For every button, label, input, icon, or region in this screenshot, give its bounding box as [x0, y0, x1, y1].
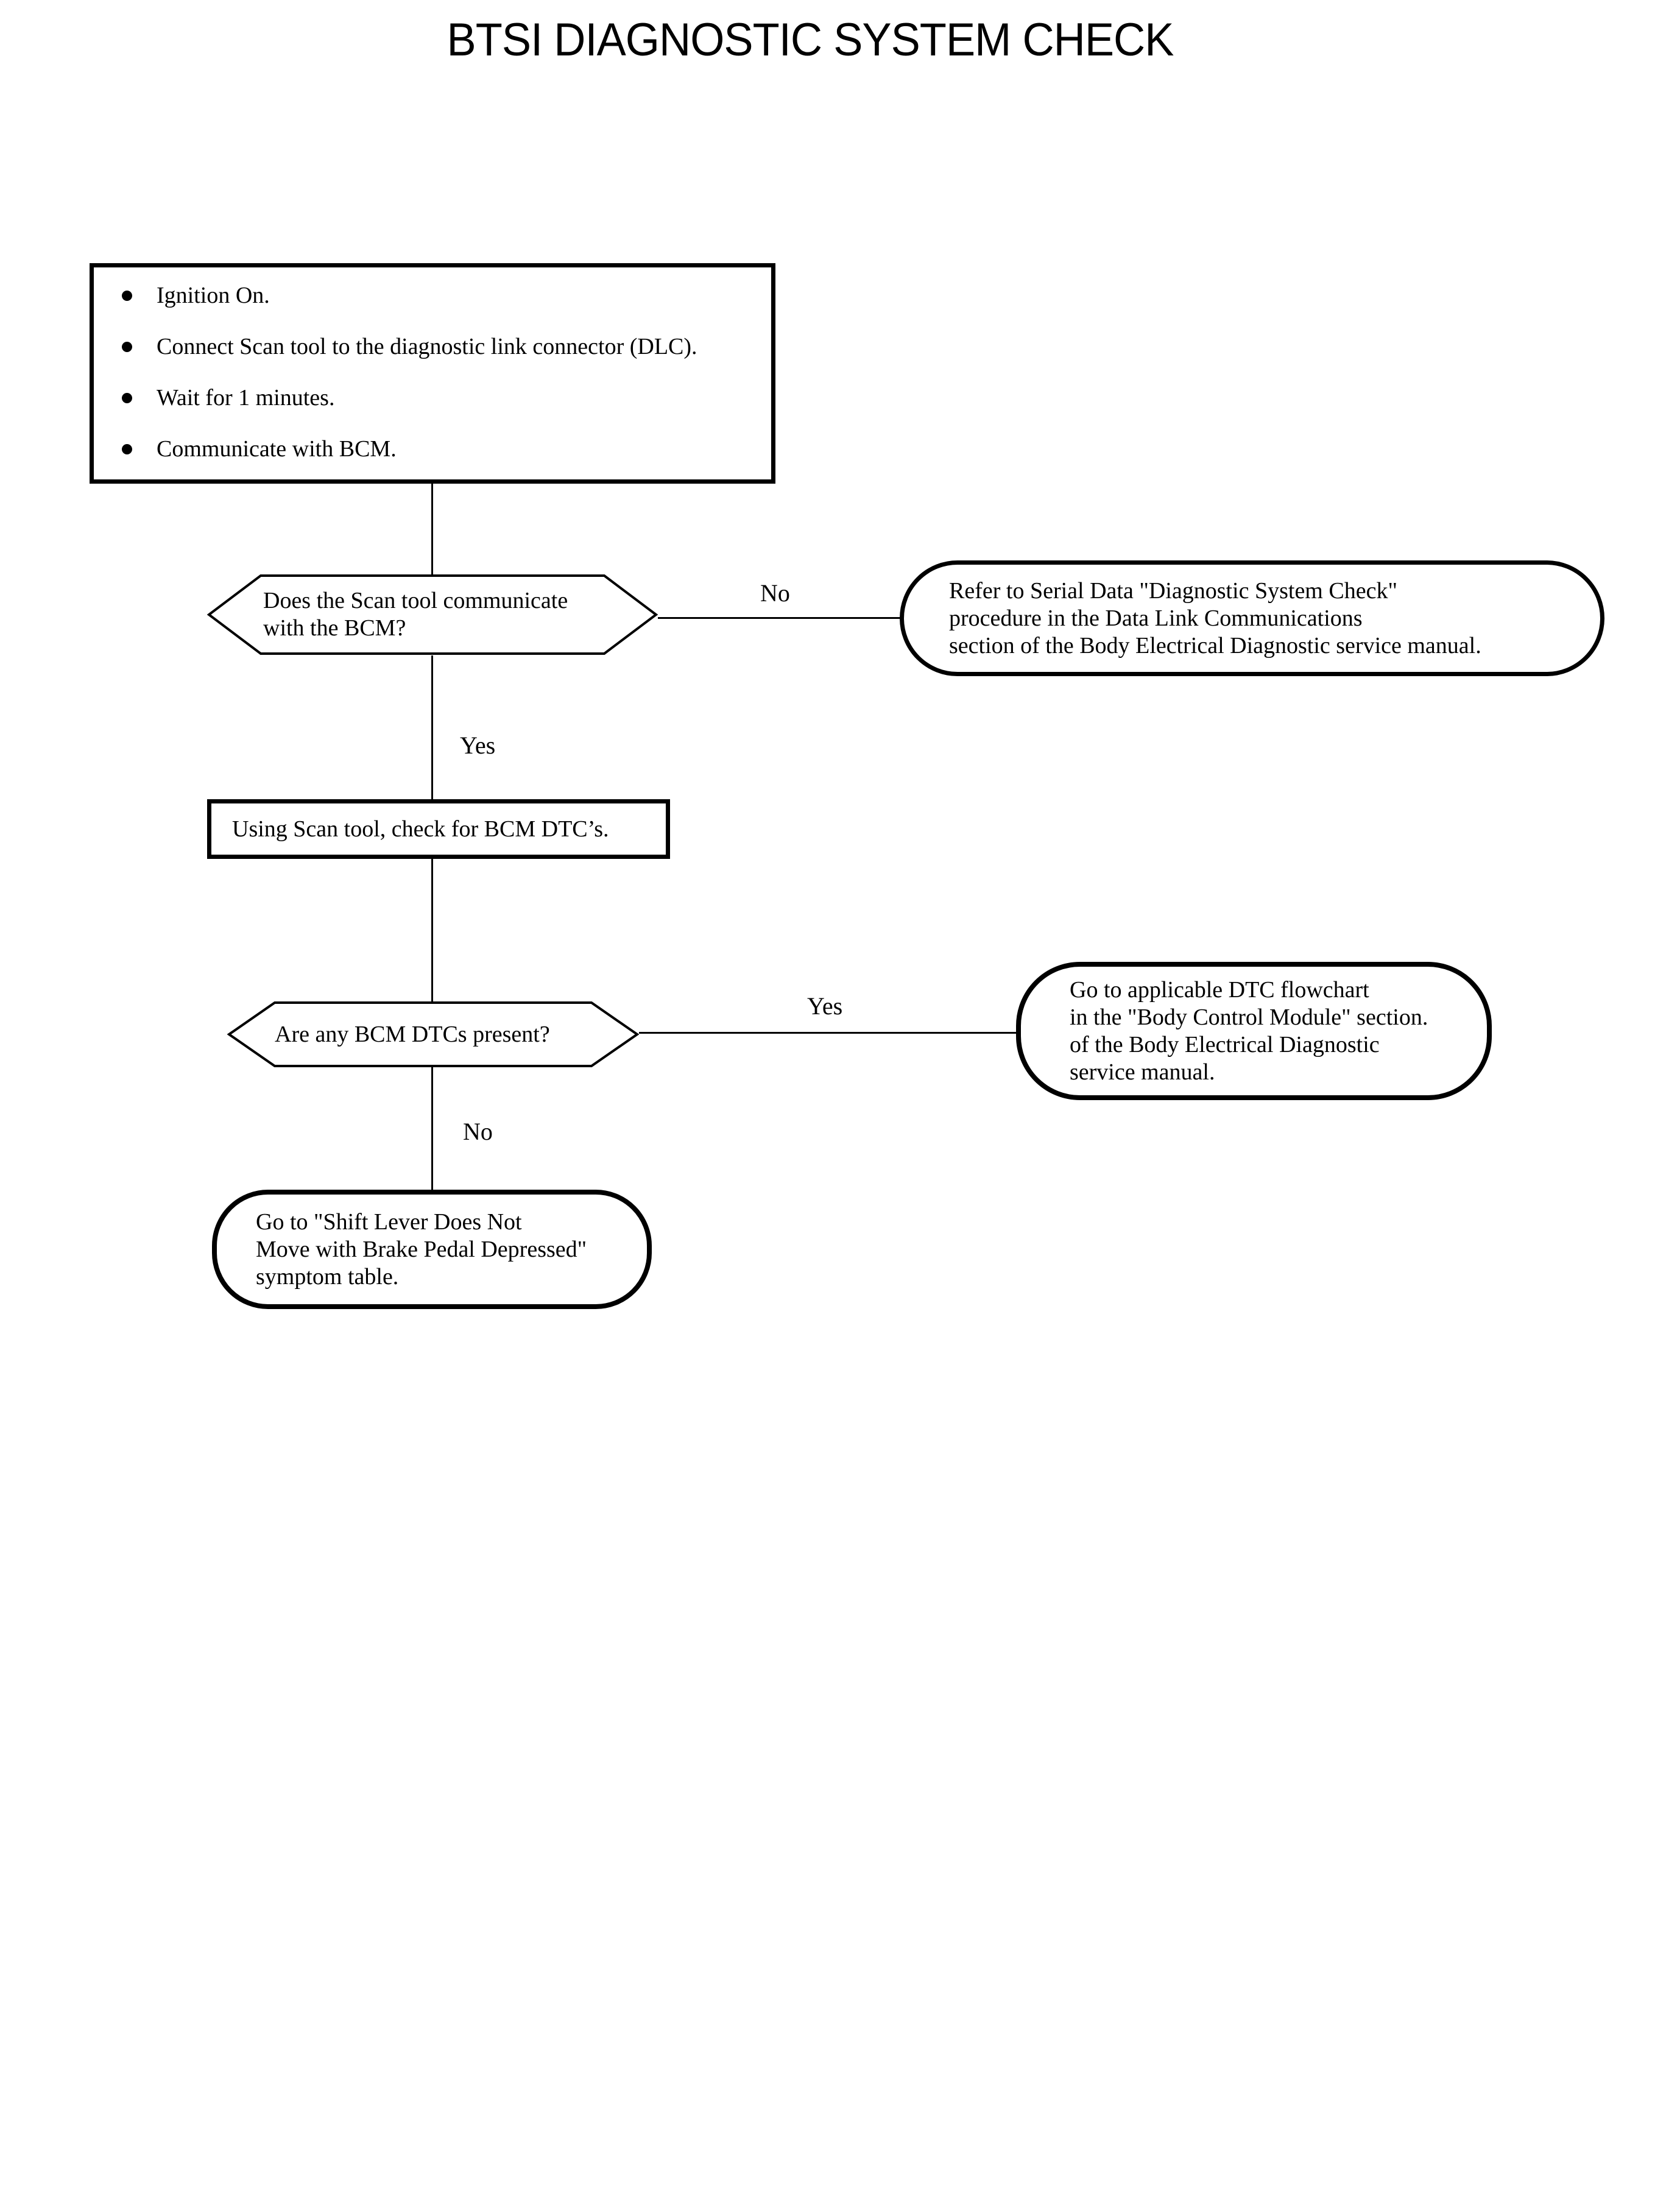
- list-item: Wait for 1 minutes.: [122, 383, 765, 412]
- terminator-text: Go to "Shift Lever Does Not Move with Br…: [256, 1209, 587, 1290]
- decision-text: Are any BCM DTCs present?: [275, 1021, 550, 1047]
- terminator-symptom-table: Go to "Shift Lever Does Not Move with Br…: [212, 1190, 652, 1309]
- connector-decision1-no: [658, 617, 902, 619]
- connector-decision2-to-terminator3: [431, 1067, 433, 1191]
- bullet-item-text: Wait for 1 minutes.: [157, 385, 335, 411]
- bullet-item-text: Ignition On.: [157, 283, 270, 308]
- bullet-icon: [122, 443, 132, 454]
- bullet-icon: [122, 290, 132, 301]
- decision-scan-tool-communicates: Does the Scan tool communicate with the …: [207, 574, 658, 655]
- bullet-item-text: Connect Scan tool to the diagnostic link…: [157, 334, 697, 359]
- decision-text: Does the Scan tool communicate with the …: [263, 588, 568, 641]
- process-check-bcm-dtcs: Using Scan tool, check for BCM DTC’s.: [207, 799, 670, 859]
- hexagon-shape: [207, 574, 658, 655]
- list-item: Ignition On.: [122, 281, 765, 310]
- edge-label-no: No: [463, 1118, 493, 1145]
- terminator-refer-serial-data: Refer to Serial Data "Diagnostic System …: [900, 560, 1604, 676]
- terminator-dtc-flowchart: Go to applicable DTC flowchart in the "B…: [1016, 962, 1492, 1100]
- list-item: Communicate with BCM.: [122, 434, 765, 464]
- bullet-item-text: Communicate with BCM.: [157, 436, 397, 462]
- terminator-text: Go to applicable DTC flowchart in the "B…: [1070, 976, 1428, 1085]
- process-text: Using Scan tool, check for BCM DTC’s.: [232, 816, 609, 842]
- hexagon-shape: [227, 1001, 639, 1067]
- bullet-icon: [122, 392, 132, 403]
- bullet-icon: [122, 341, 132, 352]
- page-title: BTSI DIAGNOSTIC SYSTEM CHECK: [446, 14, 1174, 66]
- connector-decision2-yes: [639, 1032, 1018, 1034]
- connector-decision1-to-process: [431, 655, 433, 800]
- terminator-text: Refer to Serial Data "Diagnostic System …: [949, 577, 1481, 658]
- start-box: Ignition On. Connect Scan tool to the di…: [90, 263, 775, 484]
- decision-bcm-dtcs-present: Are any BCM DTCs present?: [227, 1001, 639, 1068]
- edge-label-no: No: [760, 579, 790, 607]
- edge-label-yes: Yes: [807, 992, 843, 1020]
- connector-start-to-decision1: [431, 484, 433, 575]
- edge-label-yes: Yes: [460, 732, 496, 759]
- list-item: Connect Scan tool to the diagnostic link…: [122, 332, 765, 361]
- connector-process-to-decision2: [431, 858, 433, 1002]
